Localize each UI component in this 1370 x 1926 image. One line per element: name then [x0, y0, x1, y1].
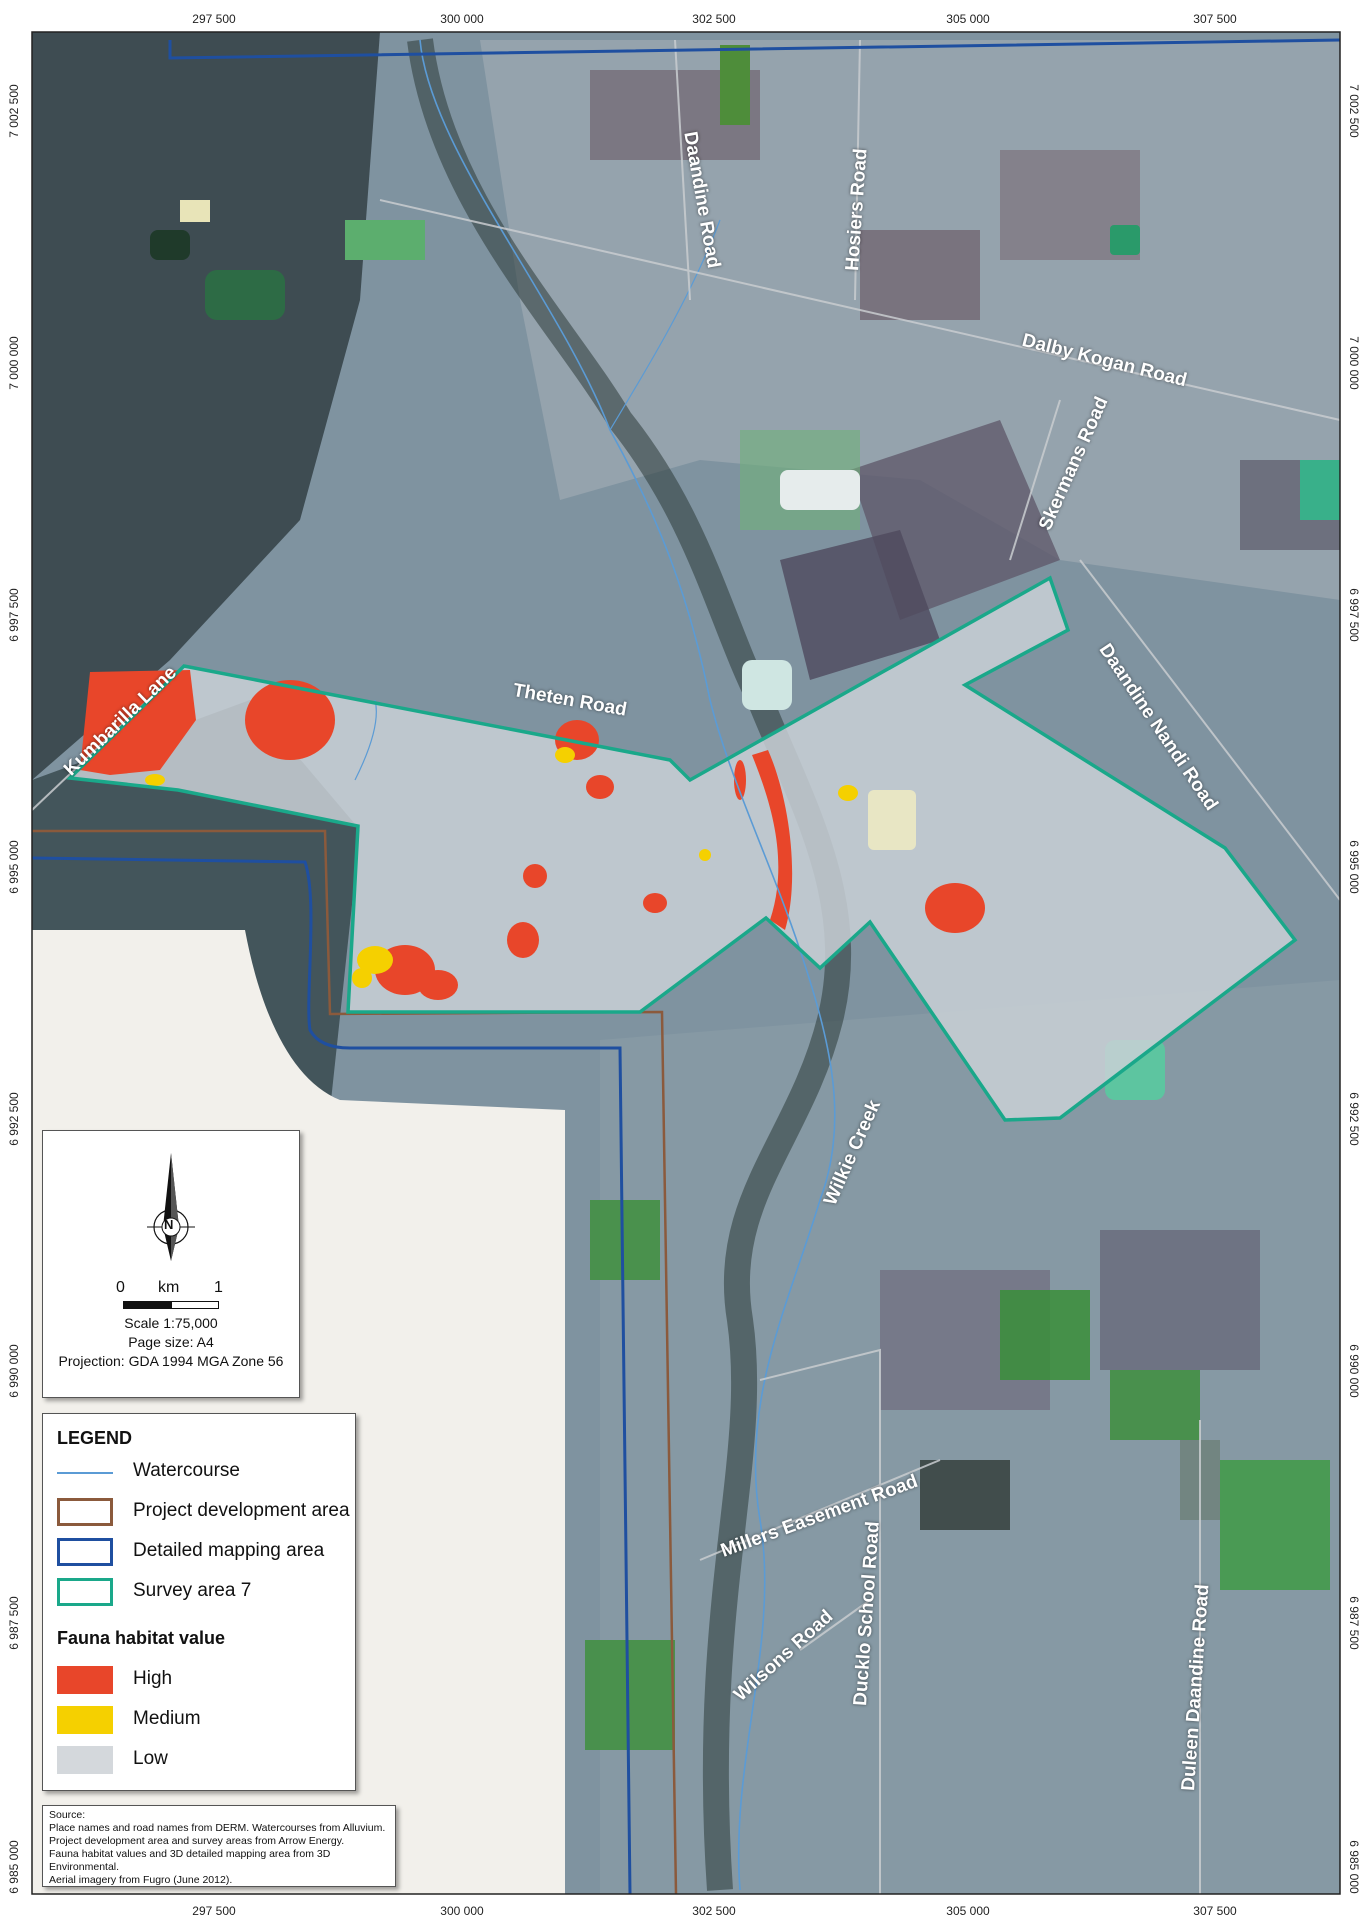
grid-label-right: 6 997 500	[1347, 588, 1361, 642]
watercourse-swatch	[57, 1472, 113, 1474]
legend-detailed-area: Detailed mapping area	[133, 1540, 325, 1561]
grid-label-top: 307 500	[1193, 12, 1237, 26]
grid-label-top: 305 000	[946, 12, 990, 26]
legend-high: High	[133, 1668, 173, 1689]
grid-label-left: 6 992 500	[7, 1092, 21, 1146]
grid-label-left: 7 002 500	[7, 84, 21, 138]
legend-watercourse: Watercourse	[133, 1460, 240, 1481]
project-area-swatch	[57, 1498, 113, 1526]
legend-project-area: Project development area	[133, 1500, 350, 1521]
legend-low: Low	[133, 1748, 168, 1769]
grid-label-right: 6 995 000	[1347, 840, 1361, 894]
grid-label-bottom: 302 500	[692, 1904, 736, 1918]
source-line: Place names and road names from DERM. Wa…	[49, 1822, 386, 1834]
grid-label-left: 7 000 000	[7, 336, 21, 390]
legend-title: LEGEND	[57, 1428, 133, 1448]
grid-label-bottom: 305 000	[946, 1904, 990, 1918]
grid-label-top: 297 500	[192, 12, 236, 26]
source-line: Fauna habitat values and 3D detailed map…	[49, 1848, 331, 1873]
high-swatch	[57, 1666, 113, 1694]
detailed-area-swatch	[57, 1538, 113, 1566]
scale-text: Scale 1:75,000	[124, 1315, 218, 1331]
scale-bar-one: 1	[214, 1279, 223, 1296]
grid-label-top: 300 000	[440, 12, 484, 26]
grid-label-left: 6 997 500	[7, 588, 21, 642]
page-size-text: Page size: A4	[128, 1334, 214, 1350]
grid-label-bottom: 300 000	[440, 1904, 484, 1918]
scale-panel: N 0 km 1 Scale 1:75,000 Page size: A4 Pr…	[42, 1130, 300, 1398]
legend-fauna-title: Fauna habitat value	[57, 1628, 226, 1648]
source-panel: Source: Place names and road names from …	[42, 1805, 396, 1887]
grid-label-right: 6 985 000	[1347, 1840, 1361, 1894]
source-line: Project development area and survey area…	[49, 1835, 345, 1847]
low-swatch	[57, 1746, 113, 1774]
grid-label-bottom: 297 500	[192, 1904, 236, 1918]
projection-text: Projection: GDA 1994 MGA Zone 56	[58, 1353, 284, 1369]
north-label: N	[164, 1217, 174, 1232]
legend-survey-area: Survey area 7	[133, 1580, 252, 1601]
grid-label-right: 6 992 500	[1347, 1092, 1361, 1146]
grid-label-left: 6 995 000	[7, 840, 21, 894]
scale-bar-zero: 0	[116, 1279, 125, 1296]
source-line: Aerial imagery from Fugro (June 2012).	[49, 1874, 233, 1886]
grid-label-right: 7 000 000	[1347, 336, 1361, 390]
scale-bar-unit: km	[158, 1279, 180, 1296]
survey-area-swatch	[57, 1578, 113, 1606]
scale-bar	[123, 1301, 219, 1309]
legend-panel: LEGEND Watercourse Project development a…	[42, 1413, 356, 1791]
grid-label-left: 6 985 000	[7, 1840, 21, 1894]
medium-swatch	[57, 1706, 113, 1734]
grid-label-right: 6 990 000	[1347, 1344, 1361, 1398]
legend-medium: Medium	[133, 1708, 201, 1729]
grid-label-left: 6 987 500	[7, 1596, 21, 1650]
source-line: Source:	[49, 1809, 86, 1821]
north-arrow-icon	[147, 1153, 195, 1261]
grid-label-bottom: 307 500	[1193, 1904, 1237, 1918]
grid-label-right: 7 002 500	[1347, 84, 1361, 138]
grid-label-left: 6 990 000	[7, 1344, 21, 1398]
grid-label-right: 6 987 500	[1347, 1596, 1361, 1650]
grid-label-top: 302 500	[692, 12, 736, 26]
